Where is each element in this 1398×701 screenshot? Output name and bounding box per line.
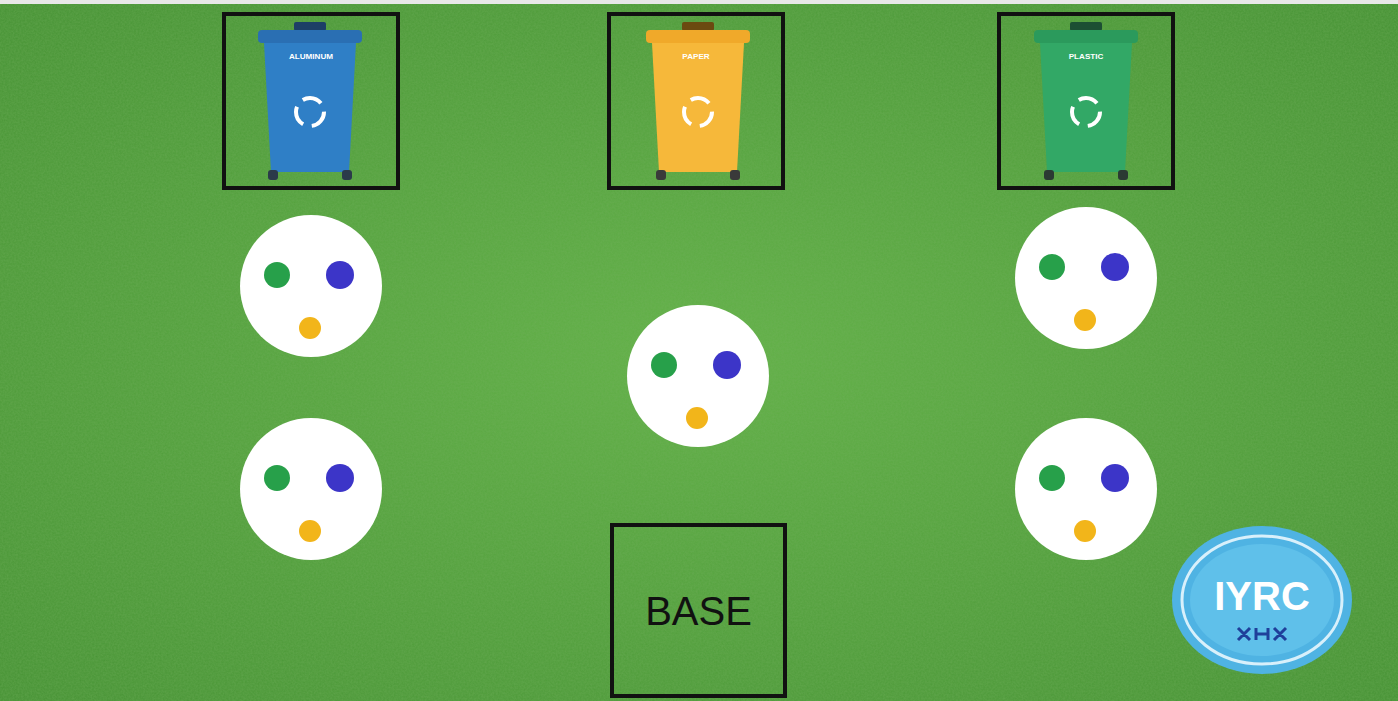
object-spot — [1015, 207, 1157, 349]
object-spot — [240, 418, 382, 560]
object-spot — [240, 215, 382, 357]
bin-label: ALUMINUM — [226, 52, 396, 61]
logo-badge — [1172, 526, 1352, 674]
bin-box: ALUMINUM — [222, 12, 400, 190]
logo-text: IYRC — [1214, 576, 1310, 616]
object-spot — [627, 305, 769, 447]
base-label: BASE — [645, 588, 752, 634]
aluminum-bin — [222, 14, 400, 190]
bin-box: PLASTIC — [997, 12, 1175, 190]
top-edge — [0, 0, 1398, 4]
base-box: BASE — [610, 523, 787, 698]
paper-bin — [607, 14, 785, 190]
bin-box: PAPER — [607, 12, 785, 190]
plastic-bin — [997, 14, 1175, 190]
object-spot — [1015, 418, 1157, 560]
bin-label: PLASTIC — [1001, 52, 1171, 61]
bin-label: PAPER — [611, 52, 781, 61]
